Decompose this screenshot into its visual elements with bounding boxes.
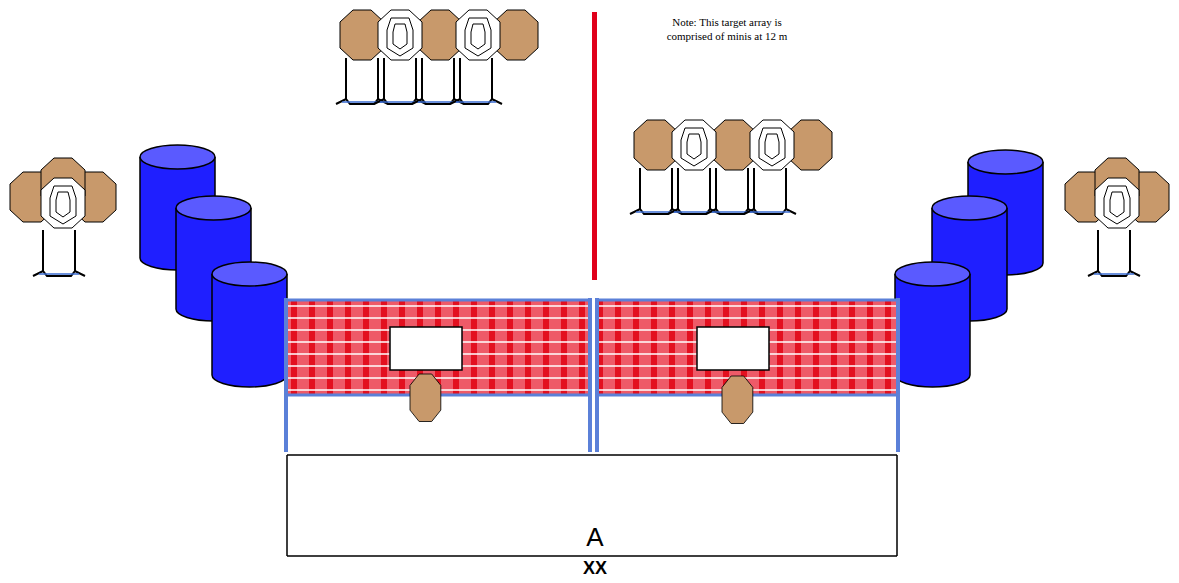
dimension-label: XX [580,559,610,577]
target-cluster [10,158,116,276]
note-text: Note: This target array is comprised of … [652,16,802,44]
target-array [336,10,538,104]
shooting-area-bracket [287,455,897,556]
area-label: A [586,524,603,550]
fault-line [592,12,597,280]
target-cluster [1065,158,1169,276]
wall [286,298,898,452]
mini-target [410,374,753,424]
target-array [630,120,832,214]
